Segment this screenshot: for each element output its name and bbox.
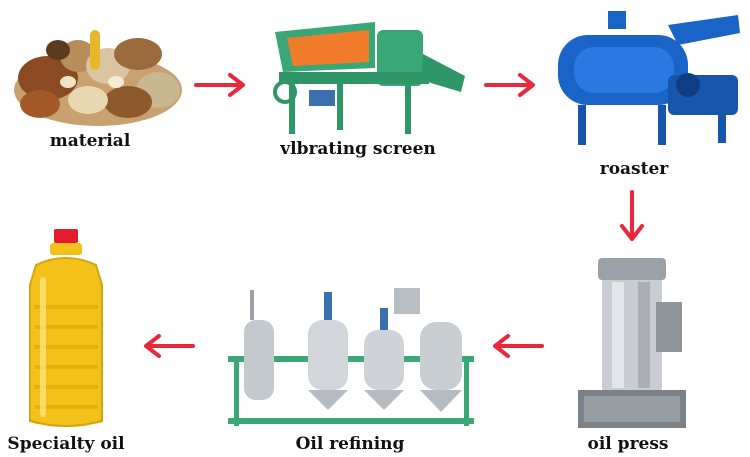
stage-label-material: material: [49, 131, 131, 151]
stage-label-oil-refining: Oil refining: [295, 434, 405, 454]
vibrating-screen-image: [265, 10, 475, 140]
oil-refining-image: [228, 280, 474, 430]
stage-label-oil-press: oil press: [587, 434, 669, 454]
arrow-left-icon: [141, 333, 195, 359]
stage-label-roaster: roaster: [599, 159, 669, 179]
arrow-down-icon: [619, 190, 645, 244]
arrow-left-icon: [490, 333, 544, 359]
stage-label-specialty-oil: Specialty oil: [7, 434, 125, 454]
stage-label-vibrating-screen: vlbrating screen: [280, 139, 436, 159]
oil-bottle-image: [16, 225, 116, 433]
roaster-image: [548, 5, 746, 150]
arrow-right-icon: [484, 72, 538, 98]
arrow-right-icon: [194, 72, 248, 98]
material-image: [8, 20, 186, 128]
oil-press-image: [572, 252, 692, 432]
